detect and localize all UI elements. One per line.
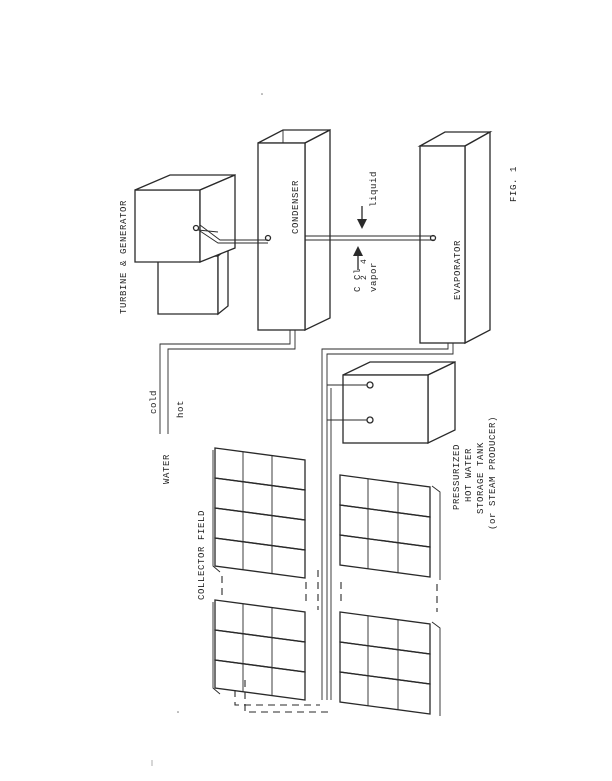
storage-tank [342, 360, 456, 445]
scan-marks [151, 93, 263, 766]
refrigerant-subscript-2: 2 [360, 275, 369, 280]
figure-caption: FIG. 1 [509, 166, 519, 202]
collector-row-right-upper [339, 474, 441, 580]
flow-arrows [353, 206, 367, 270]
condenser-label: CONDENSER [291, 180, 301, 234]
condenser-unit [257, 128, 331, 332]
liquid-label: liquid [369, 171, 379, 207]
collector-field-label: COLLECTOR FIELD [197, 510, 207, 600]
evaporator-unit [417, 130, 493, 345]
pipework [159, 224, 454, 700]
turbine-generator-label: TURBINE & GENERATOR [119, 200, 129, 314]
storage-label-line2: HOT WATER [464, 448, 474, 502]
storage-label-line3: STORAGE TANK [476, 442, 486, 514]
storage-label-line1: PRESSURIZED [452, 444, 462, 510]
evaporator-label: EVAPORATOR [453, 240, 463, 300]
refrigerant-formula-label: C Cl [353, 268, 363, 292]
hot-label: hot [176, 400, 186, 418]
water-label: WATER [162, 454, 172, 484]
storage-label-line4: (or STEAM PRODUCER) [488, 416, 498, 530]
collector-field [212, 447, 441, 716]
cold-label: cold [149, 390, 159, 414]
labels: TURBINE & GENERATOR CONDENSER EVAPORATOR… [119, 166, 519, 600]
collector-row-right-lower [339, 611, 441, 716]
turbine-generator-unit [134, 174, 236, 316]
collector-row-left-upper [212, 447, 306, 579]
collector-row-left-lower [212, 599, 306, 701]
vapor-label: vapor [369, 262, 379, 292]
refrigerant-subscript-4: 4 [360, 259, 369, 264]
